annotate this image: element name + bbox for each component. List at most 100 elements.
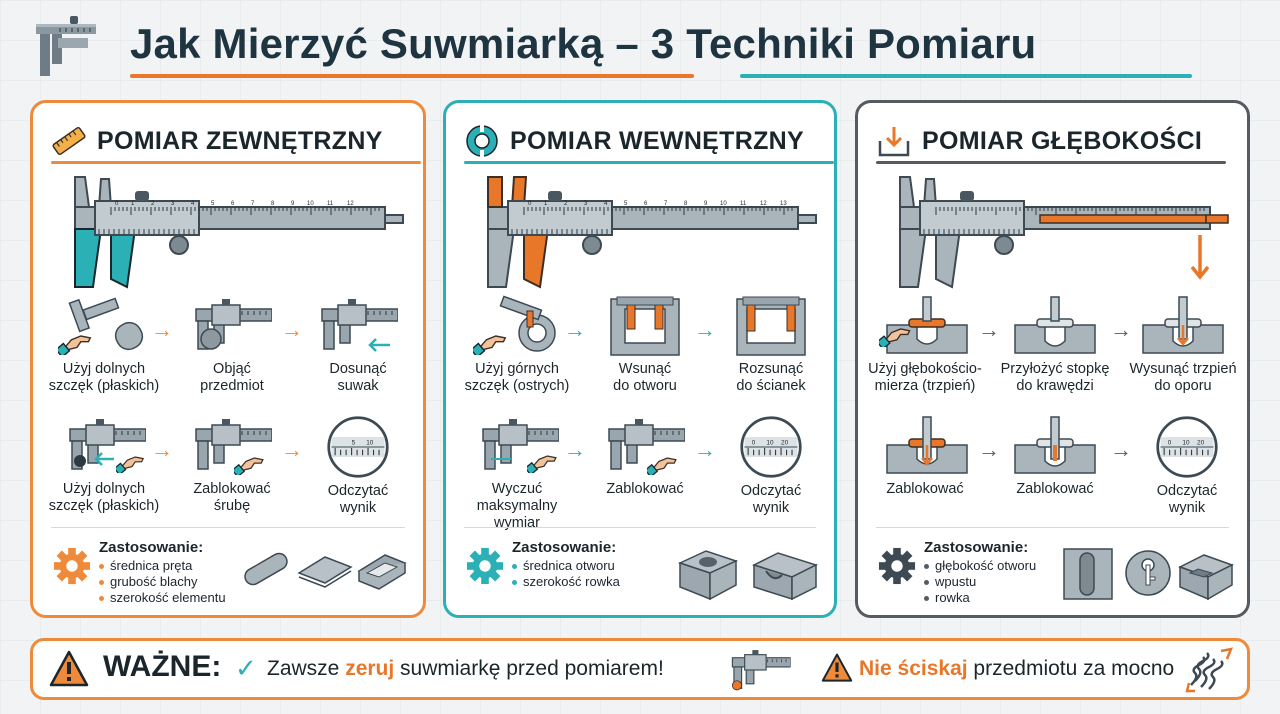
application-item: średnica pręta [99,558,226,574]
title-underline-teal [740,74,1192,78]
caliper-zero-icon [731,649,791,691]
rod-sheet-profile-icon [244,552,407,590]
readout-number: 5 [352,439,356,446]
magnified-scale-icon: 0 10 20 [1156,416,1218,478]
gear-icon [466,547,504,585]
scale-number: 7 [251,201,255,207]
readout-number: 20 [1197,439,1205,446]
grip-caliper-icon [58,297,144,355]
scale-number: 0 [528,201,532,207]
gear-icon [53,547,91,585]
arrow-right-icon: → [151,437,173,462]
caliper-hand-icon [69,418,146,473]
lock-screw-icon [608,418,685,475]
panel-divider [51,527,405,528]
panel-divider [464,527,816,528]
scale-number: 2 [151,201,155,207]
readout-number: 10 [1182,439,1190,446]
scale-number: 5 [624,201,628,207]
magnified-scale-icon: 5 10 [327,416,389,478]
step-5: Zablokować [992,415,1118,498]
scale-number: 12 [760,201,767,207]
application-item: wpustu [924,574,1036,590]
application-list: średnica otworu szerokość rowka [512,558,620,590]
magnified-scale-icon: 0 10 20 [740,416,802,478]
hole-block-groove-icon [677,550,818,601]
panel-title-rule [876,161,1226,164]
scale-number: 12 [347,201,354,207]
arrow-right-icon: → [694,317,716,342]
readout-number: 0 [752,439,756,446]
application-item: grubość blachy [99,574,226,590]
gear-icon [878,547,916,585]
lock-depth-icon [886,416,968,474]
panel-title-rule [464,161,834,164]
arrow-right-icon: → [281,317,303,342]
jaws-in-hole-icon [610,296,680,356]
important-label: WAŻNE: [103,650,222,683]
caliper-diagram-depth [899,176,1229,289]
depth-rod-icon [879,296,968,354]
panel-header: POMIAR ZEWNĘTRZNY [51,121,383,161]
readout-number: 0 [1168,439,1172,446]
slide-caliper-icon [321,298,398,352]
hole-keyway-groove-icon [1063,548,1234,601]
application-box: Zastosowanie: głębokość otworu wpustu ro… [924,539,1036,606]
caliper-diagram-internal: 0 1 2 3 4 5 6 7 8 9 10 11 12 13 [487,176,817,289]
caliper-diagram-external: 0 1 2 3 4 5 6 7 8 9 10 11 12 [74,176,404,289]
arrow-right-icon: → [281,437,303,462]
arrow-right-icon: → [151,317,173,342]
scale-number: 4 [604,201,608,207]
application-item: szerokość elementu [99,590,226,606]
scale-number: 10 [720,201,727,207]
panel-header: POMIAR WEWNĘTRZNY [464,121,804,161]
scale-number: 9 [291,201,295,207]
depth-arrow-icon [878,127,910,157]
step-label: Zablokować [886,481,964,497]
scale-number: 7 [664,201,668,207]
important-bar: WAŻNE: ✓ Zawsze zeruj suwmiarkę przed po… [30,638,1250,700]
page-title: Jak Mierzyć Suwmiarką – 3 Techniki Pomia… [130,20,1037,67]
scale-number: 8 [271,201,275,207]
caliper-logo-icon [36,16,96,76]
scale-number: 6 [644,201,648,207]
application-box: Zastosowanie: średnica otworu szerokość … [512,539,620,590]
step-4: Zablokować [862,415,988,498]
jaws-spread-icon [736,296,806,356]
spring-icon [1185,647,1234,693]
arrow-right-icon: → [694,437,716,462]
application-list: średnica pręta grubość blachy szerokość … [99,558,226,606]
warning-triangle-icon [49,650,89,687]
scale-number: 13 [780,201,787,207]
readout-number: 20 [781,439,789,446]
scale-number: 8 [684,201,688,207]
scale-number: 10 [307,201,314,207]
panel-title: POMIAR GŁĘBOKOŚCI [922,126,1203,155]
panel-internal-measurement: POMIAR WEWNĘTRZNY 0 1 2 3 4 5 6 7 8 9 10… [443,100,837,618]
step-label: Użyj głębokościo-mierza (trzpień) [868,361,982,394]
header: Jak Mierzyć Suwmiarką – 3 Techniki Pomia… [0,0,1280,96]
application-title: Zastosowanie: [99,539,204,556]
scale-number: 3 [584,201,588,207]
tip-no-squeeze: Nie ściskaj przedmiotu za mocno [859,657,1175,680]
lock-depth-icon [1014,416,1096,474]
feel-max-icon [482,418,559,473]
step-label: Zablokować [606,481,684,497]
